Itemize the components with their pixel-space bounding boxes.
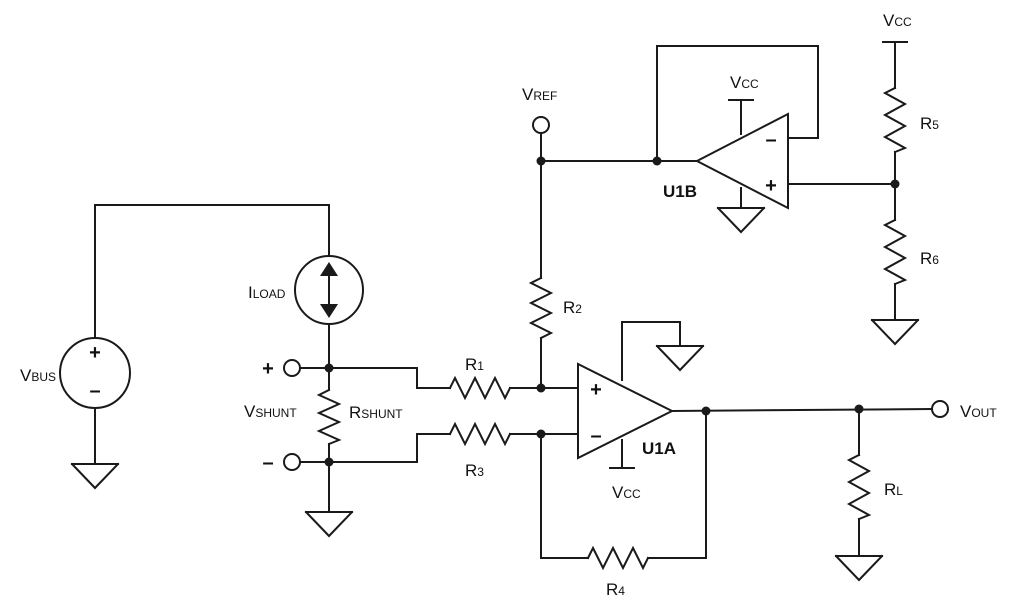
u1b-minus-sign: –: [765, 129, 776, 151]
vshunt-plus-terminal: [283, 359, 301, 377]
rshunt-label: RSHUNT: [349, 403, 403, 422]
r1-label: R1: [465, 355, 484, 374]
resistor-r6: [882, 218, 908, 286]
vref-terminal: [532, 116, 550, 134]
vcc-top-right-label: VCC: [883, 11, 912, 30]
vshunt-minus-label: –: [262, 452, 273, 474]
vout-terminal: [931, 400, 949, 418]
vbus-plus-sign: +: [89, 342, 101, 364]
resistor-r4: [586, 545, 650, 571]
vout-label: VOUT: [960, 402, 997, 421]
u1a-plus-sign: +: [590, 379, 602, 401]
vshunt-label: VSHUNT: [244, 402, 297, 421]
resistor-rshunt: [316, 388, 342, 446]
iload-current-source: [294, 255, 364, 325]
resistor-rl: [846, 453, 872, 521]
r3-label: R3: [465, 461, 484, 480]
u1a-label: U1A: [642, 439, 676, 458]
terminals: [283, 116, 949, 471]
r2-label: R2: [563, 298, 582, 317]
resistor-r5: [882, 86, 908, 154]
r5-label: R5: [920, 114, 939, 133]
ground-symbols: [70, 206, 920, 582]
iload-label: ILOAD: [248, 283, 286, 302]
resistor-r1: [448, 375, 512, 401]
vcc-u1a-label: VCC: [612, 483, 641, 502]
u1b-plus-sign: +: [765, 175, 777, 197]
opamp-u1a: [577, 362, 675, 460]
resistor-r3: [448, 421, 512, 447]
wires: [94, 41, 934, 559]
u1b-label: U1B: [663, 182, 697, 201]
opamp-u1b: [694, 112, 789, 210]
vbus-label: VBUS: [20, 366, 56, 385]
vshunt-plus-label: +: [262, 358, 274, 380]
resistor-r2: [528, 276, 554, 340]
vbus-minus-sign: –: [89, 380, 100, 402]
u1a-minus-sign: –: [590, 425, 601, 447]
vcc-bars: [609, 41, 908, 469]
junction-dots: [324, 156, 900, 467]
vref-label: VREF: [522, 85, 557, 104]
r4-label: R4: [606, 580, 625, 599]
vshunt-minus-terminal: [283, 453, 301, 471]
vbus-voltage-source: [59, 337, 131, 409]
rl-label: RL: [884, 480, 903, 499]
r6-label: R6: [920, 249, 939, 268]
vcc-u1b-label: VCC: [730, 73, 759, 92]
